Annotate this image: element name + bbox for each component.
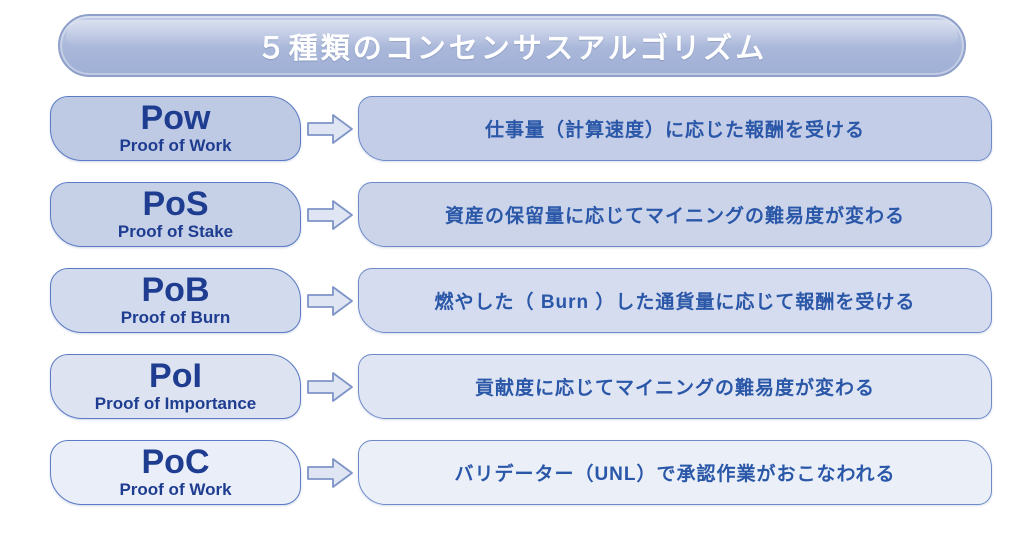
algorithm-description: 燃やした（ Burn ）した通貨量に応じて報酬を受ける bbox=[434, 292, 916, 313]
algorithm-description: 資産の保留量に応じてマイニングの難易度が変わる bbox=[444, 206, 905, 227]
right-arrow-icon bbox=[306, 199, 353, 230]
right-arrow-icon bbox=[306, 371, 353, 402]
algorithm-row: PoS Proof of Stake 資産の保留量に応じてマイニングの難易度が変… bbox=[50, 182, 992, 247]
algorithm-fullname: Proof of Importance bbox=[94, 394, 257, 413]
algorithm-row: PoB Proof of Burn 燃やした（ Burn ）した通貨量に応じて報… bbox=[50, 268, 992, 333]
algorithm-name-box: PoS Proof of Stake bbox=[50, 182, 301, 247]
algorithm-abbr: Pow bbox=[140, 99, 211, 137]
algorithm-description-box: 仕事量（計算速度）に応じた報酬を受ける bbox=[358, 96, 992, 161]
algorithm-name-box: PoC Proof of Work bbox=[50, 440, 301, 505]
algorithm-description: バリデーター（UNL）で承認作業がおこなわれる bbox=[454, 464, 896, 485]
right-arrow-icon bbox=[306, 457, 353, 488]
algorithm-row: PoI Proof of Importance 貢献度に応じてマイニングの難易度… bbox=[50, 354, 992, 419]
algorithm-list: Pow Proof of Work 仕事量（計算速度）に応じた報酬を受ける Po… bbox=[50, 96, 992, 526]
arrow-cell bbox=[301, 182, 358, 247]
right-arrow-icon bbox=[306, 113, 353, 144]
arrow-cell bbox=[301, 354, 358, 419]
algorithm-name-box: PoB Proof of Burn bbox=[50, 268, 301, 333]
algorithm-fullname: Proof of Work bbox=[119, 480, 232, 499]
arrow-cell bbox=[301, 96, 358, 161]
algorithm-fullname: Proof of Burn bbox=[120, 308, 231, 327]
algorithm-abbr: PoI bbox=[149, 357, 202, 395]
algorithm-row: PoC Proof of Work バリデーター（UNL）で承認作業がおこなわれ… bbox=[50, 440, 992, 505]
algorithm-abbr: PoS bbox=[142, 185, 209, 223]
page-title: ５種類のコンセンサスアルゴリズム bbox=[256, 32, 768, 65]
arrow-cell bbox=[301, 268, 358, 333]
algorithm-name-box: Pow Proof of Work bbox=[50, 96, 301, 161]
algorithm-name-box: PoI Proof of Importance bbox=[50, 354, 301, 419]
arrow-cell bbox=[301, 440, 358, 505]
algorithm-description-box: 貢献度に応じてマイニングの難易度が変わる bbox=[358, 354, 992, 419]
algorithm-description-box: 資産の保留量に応じてマイニングの難易度が変わる bbox=[358, 182, 992, 247]
algorithm-fullname: Proof of Work bbox=[119, 136, 232, 155]
algorithm-row: Pow Proof of Work 仕事量（計算速度）に応じた報酬を受ける bbox=[50, 96, 992, 161]
algorithm-description-box: バリデーター（UNL）で承認作業がおこなわれる bbox=[358, 440, 992, 505]
title-banner: ５種類のコンセンサスアルゴリズム bbox=[58, 14, 966, 77]
algorithm-abbr: PoB bbox=[141, 271, 210, 309]
algorithm-description: 仕事量（計算速度）に応じた報酬を受ける bbox=[484, 120, 865, 141]
algorithm-description-box: 燃やした（ Burn ）した通貨量に応じて報酬を受ける bbox=[358, 268, 992, 333]
algorithm-description: 貢献度に応じてマイニングの難易度が変わる bbox=[474, 378, 875, 399]
algorithm-fullname: Proof of Stake bbox=[117, 222, 234, 241]
algorithm-abbr: PoC bbox=[141, 443, 210, 481]
right-arrow-icon bbox=[306, 285, 353, 316]
